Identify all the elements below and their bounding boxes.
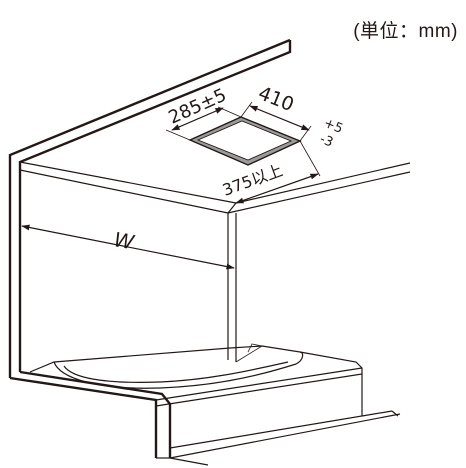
floor-lines <box>361 410 399 417</box>
width-dimension: 410 +5 -3 <box>240 82 345 151</box>
back-wall-outline <box>19 161 411 362</box>
left-wall-outline <box>9 370 401 466</box>
ceiling-outline <box>8 38 292 378</box>
depth-dimension-label: 285±5 <box>165 85 229 129</box>
vent-unit <box>188 116 302 166</box>
unit-label: (単位：mm) <box>353 21 458 42</box>
bathtub <box>29 343 363 449</box>
width-tolerance-plus: +5 <box>322 116 345 137</box>
room-width-label: W <box>112 227 137 254</box>
width-tolerance-minus: -3 <box>318 132 336 151</box>
room-width-dimension: W <box>21 224 235 270</box>
